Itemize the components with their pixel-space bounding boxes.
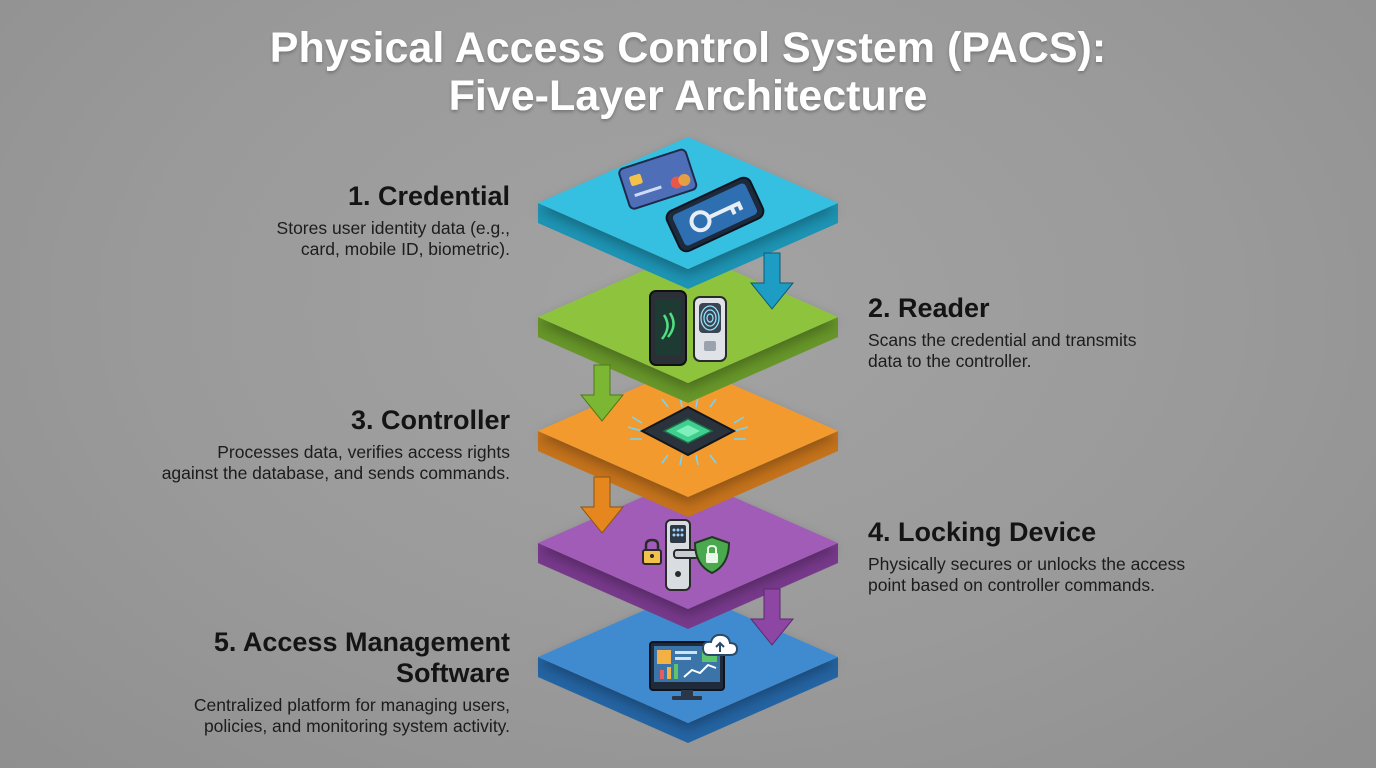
layer-4-desc-line-2: point based on controller commands.	[868, 575, 1155, 595]
layer-3-desc-line-1: Processes data, verifies access rights	[217, 442, 510, 462]
layer-5-description: Centralized platform for managing users,…	[90, 695, 510, 737]
layer-2-description: Scans the credential and transmits data …	[868, 330, 1288, 372]
arrow-1-to-2	[749, 252, 795, 310]
nfc-reader-icon	[649, 290, 687, 366]
layer-5-label: 5. Access Management Software Centralize…	[90, 627, 510, 737]
shield-check-icon	[693, 535, 731, 575]
layer-4-label: 4. Locking Device Physically secures or …	[868, 517, 1288, 596]
layer-3-description: Processes data, verifies access rights a…	[90, 442, 510, 484]
arrow-3-to-4	[579, 476, 625, 534]
page-title-line-1: Physical Access Control System (PACS):	[269, 24, 1107, 72]
layer-2-desc-line-2: data to the controller.	[868, 351, 1032, 371]
smart-lock-icon	[665, 519, 699, 591]
layer-3-heading: 3. Controller	[350, 405, 510, 435]
credit-card-icon	[618, 148, 698, 210]
layer-1-plate	[538, 137, 838, 289]
padlock-icon	[642, 538, 662, 565]
layer-4-desc-line-1: Physically secures or unlocks the access	[868, 554, 1186, 574]
smartphone-key-icon	[665, 176, 765, 253]
arrow-2-to-3	[579, 364, 625, 422]
cloud-icon	[701, 633, 739, 656]
page-title-line-2: Five-Layer Architecture	[448, 72, 928, 120]
layer-5-desc-line-1: Centralized platform for managing users,	[193, 695, 510, 715]
layer-2-desc-line-1: Scans the credential and transmits	[868, 330, 1137, 350]
layer-4-description: Physically secures or unlocks the access…	[868, 554, 1288, 596]
layer-5-heading-line-2: Software	[395, 658, 510, 688]
arrow-4-to-5	[749, 588, 795, 646]
layer-1-desc-line-2: card, mobile ID, biometric).	[300, 239, 510, 259]
layer-1-label: 1. Credential Stores user identity data …	[90, 181, 510, 260]
layer-5-desc-line-2: policies, and monitoring system activity…	[203, 716, 510, 736]
microchip-icon	[627, 396, 749, 466]
layer-3-label: 3. Controller Processes data, verifies a…	[90, 405, 510, 484]
layer-2-label: 2. Reader Scans the credential and trans…	[868, 293, 1288, 372]
layer-5-heading: 5. Access Management Software	[90, 627, 510, 689]
layer-1-description: Stores user identity data (e.g., card, m…	[90, 218, 510, 260]
layer-4-heading: 4. Locking Device	[868, 517, 1097, 547]
layer-3-desc-line-2: against the database, and sends commands…	[161, 463, 510, 483]
layer-1-desc-line-1: Stores user identity data (e.g.,	[276, 218, 510, 238]
fingerprint-reader-icon	[693, 296, 727, 362]
layer-2-heading: 2. Reader	[868, 293, 990, 323]
layer-1-heading: 1. Credential	[347, 181, 510, 211]
layer-5-heading-line-1: 5. Access Management	[213, 627, 510, 657]
